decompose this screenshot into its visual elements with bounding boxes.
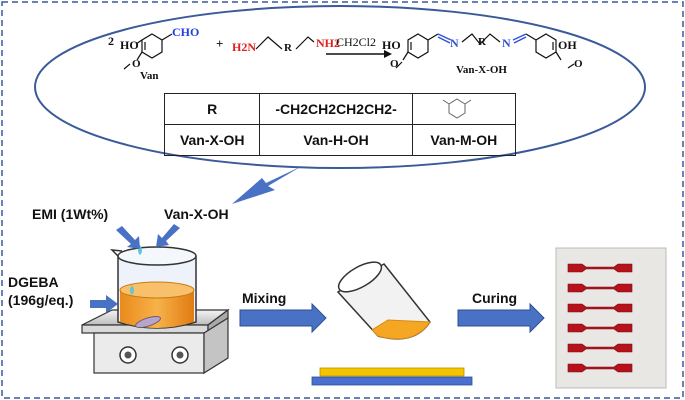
table-header-butylene: -CH2CH2CH2CH2- (259, 93, 413, 125)
product-n-left-label: N (450, 36, 459, 50)
vanillin-structure (135, 33, 173, 61)
amine-right-label: NH2 (316, 36, 340, 50)
emi-pointer-arrow (116, 226, 140, 249)
reaction-arrow (326, 50, 392, 58)
dogbone-specimens (567, 263, 633, 373)
product-ho-label: HO (382, 38, 401, 52)
product-oh-label: OH (558, 38, 577, 52)
vanx-pointer-arrow (156, 224, 180, 247)
table-cell-van-h-oh: Van-H-OH (259, 124, 413, 156)
table-row: Van-X-OH Van-H-OH Van-M-OH (163, 124, 517, 156)
specimens-photo (555, 247, 667, 389)
product-structure (395, 33, 575, 69)
amine-r-label: R (284, 42, 292, 54)
beaker (109, 245, 197, 329)
vanillin-name: Van (140, 70, 159, 82)
vanillin-aldehyde-label: CHO (172, 25, 200, 39)
vanillin-o-label: O (132, 58, 141, 70)
r-group-table: R -CH2CH2CH2CH2- Van-X-OH Van-H-OH Van-M… (163, 93, 517, 156)
coefficient-label: 2 (108, 34, 114, 48)
imine-double-bonds (437, 33, 527, 44)
product-o-right-label: O (574, 58, 583, 70)
dgeba-pointer-arrow (90, 295, 118, 313)
plus-sign: + (216, 36, 224, 51)
vanx-label: Van-X-OH (164, 206, 229, 222)
table-cell-van-m-oh: Van-M-OH (411, 124, 517, 156)
curing-label: Curing (472, 290, 518, 306)
mixing-arrow (239, 302, 327, 334)
emi-label: EMI (1Wt%) (32, 206, 109, 222)
diamine-structure (255, 36, 315, 50)
solvent-label: CH2Cl2 (336, 35, 377, 49)
dgeba-label-line1: DGEBA (8, 274, 59, 290)
table-row: R -CH2CH2CH2CH2- (163, 93, 517, 125)
table-header-xylylene (411, 93, 517, 125)
drop-mid (130, 285, 134, 295)
product-r-label: R (478, 36, 486, 48)
vanillin-ho-label: HO (120, 38, 139, 52)
amine-left-label: H2N (232, 40, 256, 54)
dgeba-label-line2: (196g/eq.) (8, 292, 74, 308)
stir-bar (135, 315, 161, 329)
table-header-r: R (163, 93, 261, 125)
table-cell-van-x-oh: Van-X-OH (163, 124, 261, 156)
vanillin-methoxy (123, 63, 131, 70)
mold-base-layer (311, 376, 473, 386)
pouring-cup (336, 261, 431, 340)
product-name: Van-X-OH (456, 64, 507, 76)
curing-arrow (457, 302, 545, 334)
pointer-arrow-down (232, 166, 302, 204)
mold-resin-layer (319, 367, 465, 377)
product-o-left-label: O (390, 58, 399, 70)
mixing-label: Mixing (242, 290, 287, 306)
product-n-right-label: N (502, 36, 511, 50)
